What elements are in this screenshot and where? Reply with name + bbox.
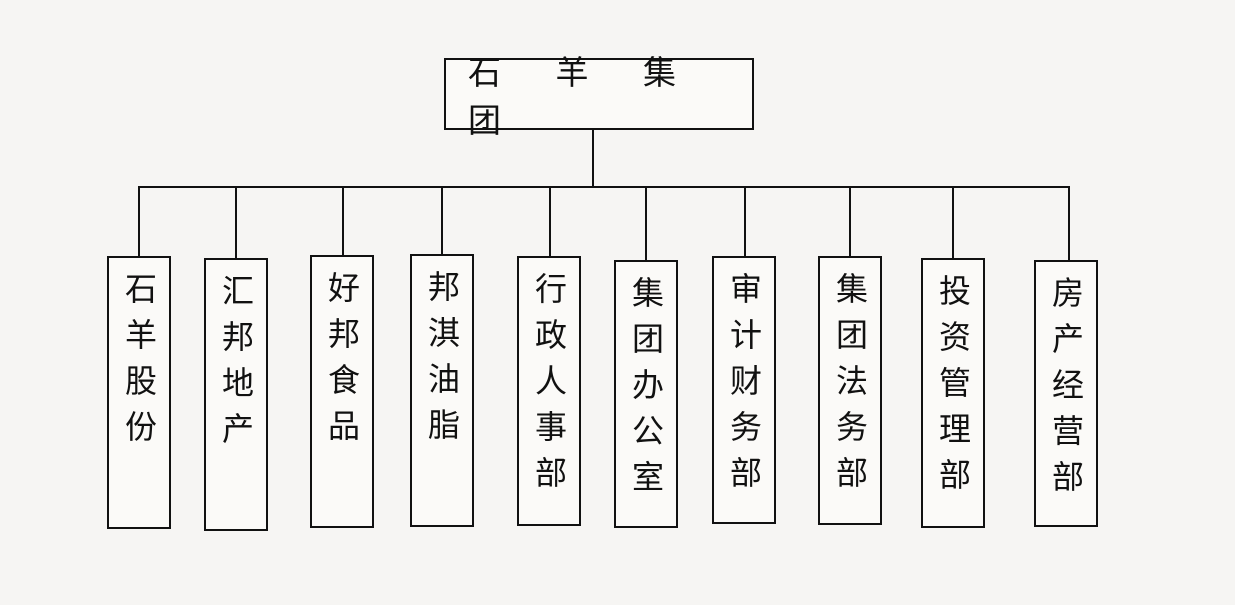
horizontal-bus-connector [138, 186, 1070, 188]
drop-connector-6 [645, 186, 647, 260]
unit-box-9: 投资管理部 [921, 258, 985, 528]
unit-label-10: 房产经营部 [1047, 276, 1085, 506]
drop-connector-5 [549, 186, 551, 256]
unit-box-8: 集团法务部 [818, 256, 882, 525]
unit-box-2: 汇邦地产 [204, 258, 268, 531]
drop-connector-9 [952, 186, 954, 258]
unit-label-8: 集团法务部 [831, 272, 869, 502]
drop-connector-4 [441, 186, 443, 254]
drop-connector-8 [849, 186, 851, 256]
drop-connector-3 [342, 186, 344, 255]
unit-label-6: 集团办公室 [627, 276, 665, 506]
unit-box-5: 行政人事部 [517, 256, 581, 526]
unit-box-1: 石羊股份 [107, 256, 171, 529]
unit-label-4: 邦淇油脂 [423, 270, 461, 454]
drop-connector-2 [235, 186, 237, 258]
drop-connector-10 [1068, 186, 1070, 260]
unit-box-10: 房产经营部 [1034, 260, 1098, 527]
drop-connector-7 [744, 186, 746, 256]
root-node-box: 石 羊 集 团 [444, 53, 754, 140]
root-node-label: 石 羊 集 团 [468, 53, 698, 140]
trunk-connector [592, 130, 594, 188]
drop-connector-1 [138, 186, 140, 256]
unit-label-1: 石羊股份 [120, 272, 158, 456]
unit-label-3: 好邦食品 [323, 271, 361, 455]
unit-label-2: 汇邦地产 [217, 274, 255, 458]
unit-label-7: 审计财务部 [725, 272, 763, 502]
unit-box-6: 集团办公室 [614, 260, 678, 528]
unit-label-5: 行政人事部 [530, 272, 568, 502]
unit-box-4: 邦淇油脂 [410, 254, 474, 527]
unit-label-9: 投资管理部 [934, 274, 972, 504]
unit-box-7: 审计财务部 [712, 256, 776, 524]
unit-box-3: 好邦食品 [310, 255, 374, 528]
